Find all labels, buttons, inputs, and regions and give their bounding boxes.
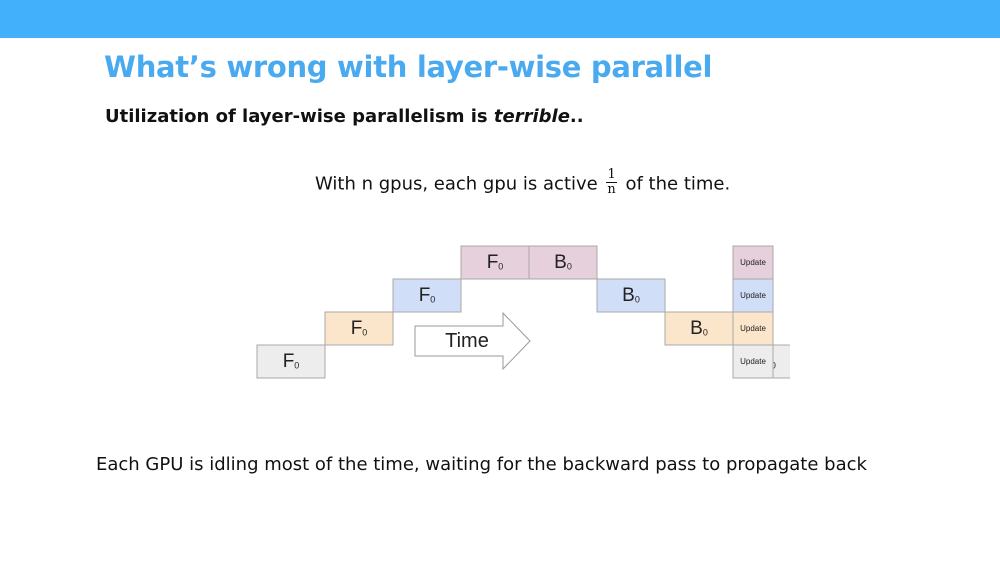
update-label: Update <box>740 357 766 366</box>
time-arrow-label: Time <box>445 330 489 352</box>
forward-block <box>392 278 462 313</box>
forward-block <box>460 245 530 280</box>
update-label: Update <box>740 324 766 333</box>
time-arrow <box>414 311 531 371</box>
bottom-caption: Each GPU is idling most of the time, wai… <box>96 454 867 475</box>
header-bar <box>0 0 1000 38</box>
update-label: Update <box>740 291 766 300</box>
pipeline-diagram: F0B0UpdateF0B0UpdateF0B0UpdateF0B0Update… <box>240 238 802 388</box>
forward-block <box>324 311 394 346</box>
formula-suffix: of the time. <box>625 173 731 195</box>
forward-block <box>256 344 326 379</box>
fraction-denominator: n <box>607 182 616 197</box>
subtitle-emphasis: terrible <box>493 106 570 127</box>
utilization-formula: With n gpus, each gpu is active 1 n of t… <box>315 167 731 199</box>
fraction-numerator: 1 <box>606 167 617 183</box>
update-block <box>732 278 774 313</box>
slide-subtitle: Utilization of layer-wise parallelism is… <box>105 106 584 127</box>
update-block <box>732 245 774 280</box>
backward-block <box>596 278 666 313</box>
backward-block <box>664 311 734 346</box>
update-block <box>732 344 774 379</box>
subtitle-text: Utilization of layer-wise parallelism is <box>105 106 494 127</box>
fraction: 1 n <box>606 167 617 197</box>
subtitle-ending: .. <box>569 106 584 127</box>
update-label: Update <box>740 258 766 267</box>
backward-block <box>528 245 598 280</box>
pipeline-diagram-svg: F0B0UpdateF0B0UpdateF0B0UpdateF0B0Update… <box>256 245 802 379</box>
formula-prefix: With n gpus, each gpu is active <box>315 173 598 195</box>
slide-title: What’s wrong with layer-wise parallel <box>104 50 713 84</box>
update-block <box>732 311 774 346</box>
